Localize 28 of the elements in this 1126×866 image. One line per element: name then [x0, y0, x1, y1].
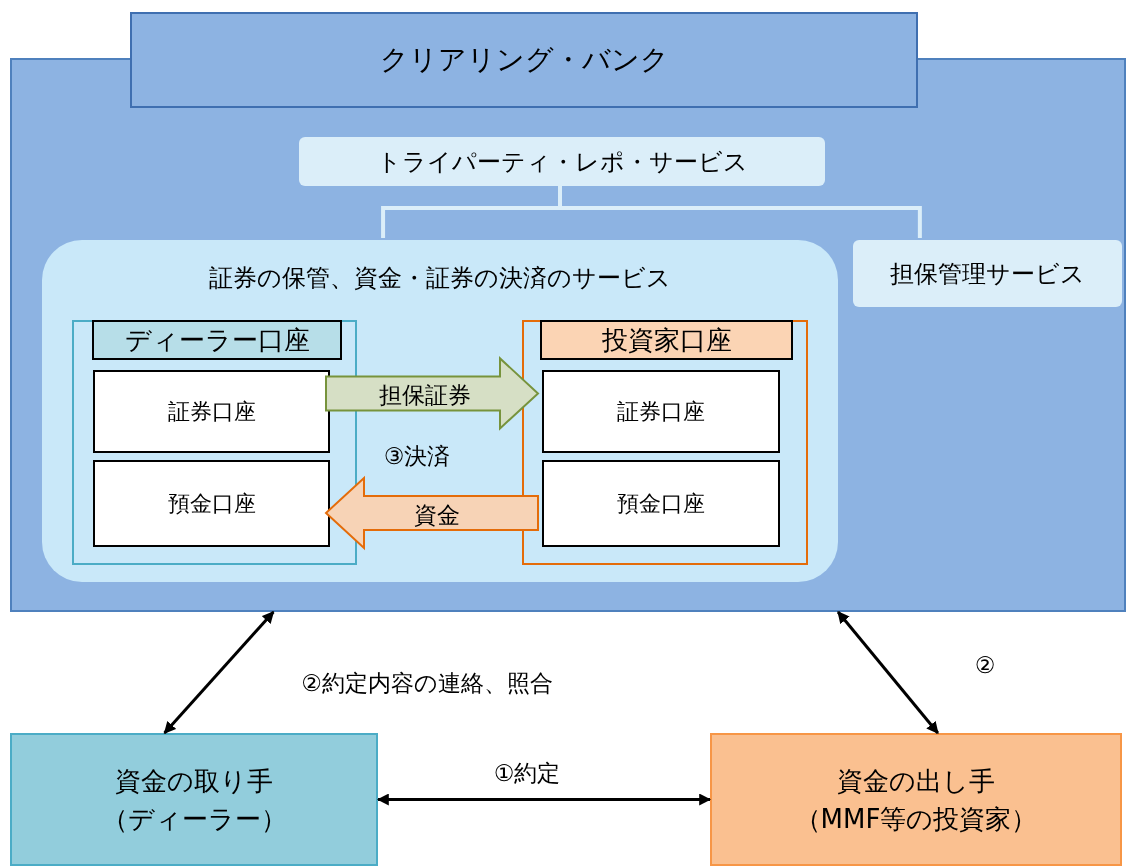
title-tab: クリアリング・バンク [130, 12, 918, 108]
account-header: 投資家口座 [540, 320, 793, 360]
account-box: 預金口座 [542, 460, 780, 547]
party-text: （ディーラー） [101, 802, 287, 836]
service-box: 担保管理サービス [853, 240, 1122, 307]
block-arrow [325, 356, 540, 431]
account-header: ディーラー口座 [92, 320, 342, 360]
account-box: 証券口座 [93, 370, 330, 453]
edge-label: 資金 [414, 500, 460, 530]
party-text: （MMF等の投資家） [794, 802, 1038, 836]
account-frame [72, 320, 357, 565]
service-heading: 証券の保管、資金・証券の決済のサービス [209, 263, 671, 294]
party-box [710, 733, 1122, 866]
step-label: ③決済 [383, 441, 451, 471]
arrow [376, 793, 712, 806]
edge-label: 担保証券 [379, 380, 471, 410]
party-box [10, 733, 378, 866]
party-text: 資金の取り手 [115, 764, 273, 798]
arrow [163, 611, 275, 734]
party-text: 資金の出し手 [837, 764, 995, 798]
connector-line [558, 184, 922, 238]
account-frame [522, 320, 808, 565]
service-area [42, 240, 838, 582]
service-box: トライパーティ・レポ・サービス [299, 137, 825, 186]
account-box: 預金口座 [93, 460, 330, 547]
block-arrow [324, 475, 539, 551]
arrow [836, 611, 939, 734]
account-box: 証券口座 [542, 370, 780, 453]
